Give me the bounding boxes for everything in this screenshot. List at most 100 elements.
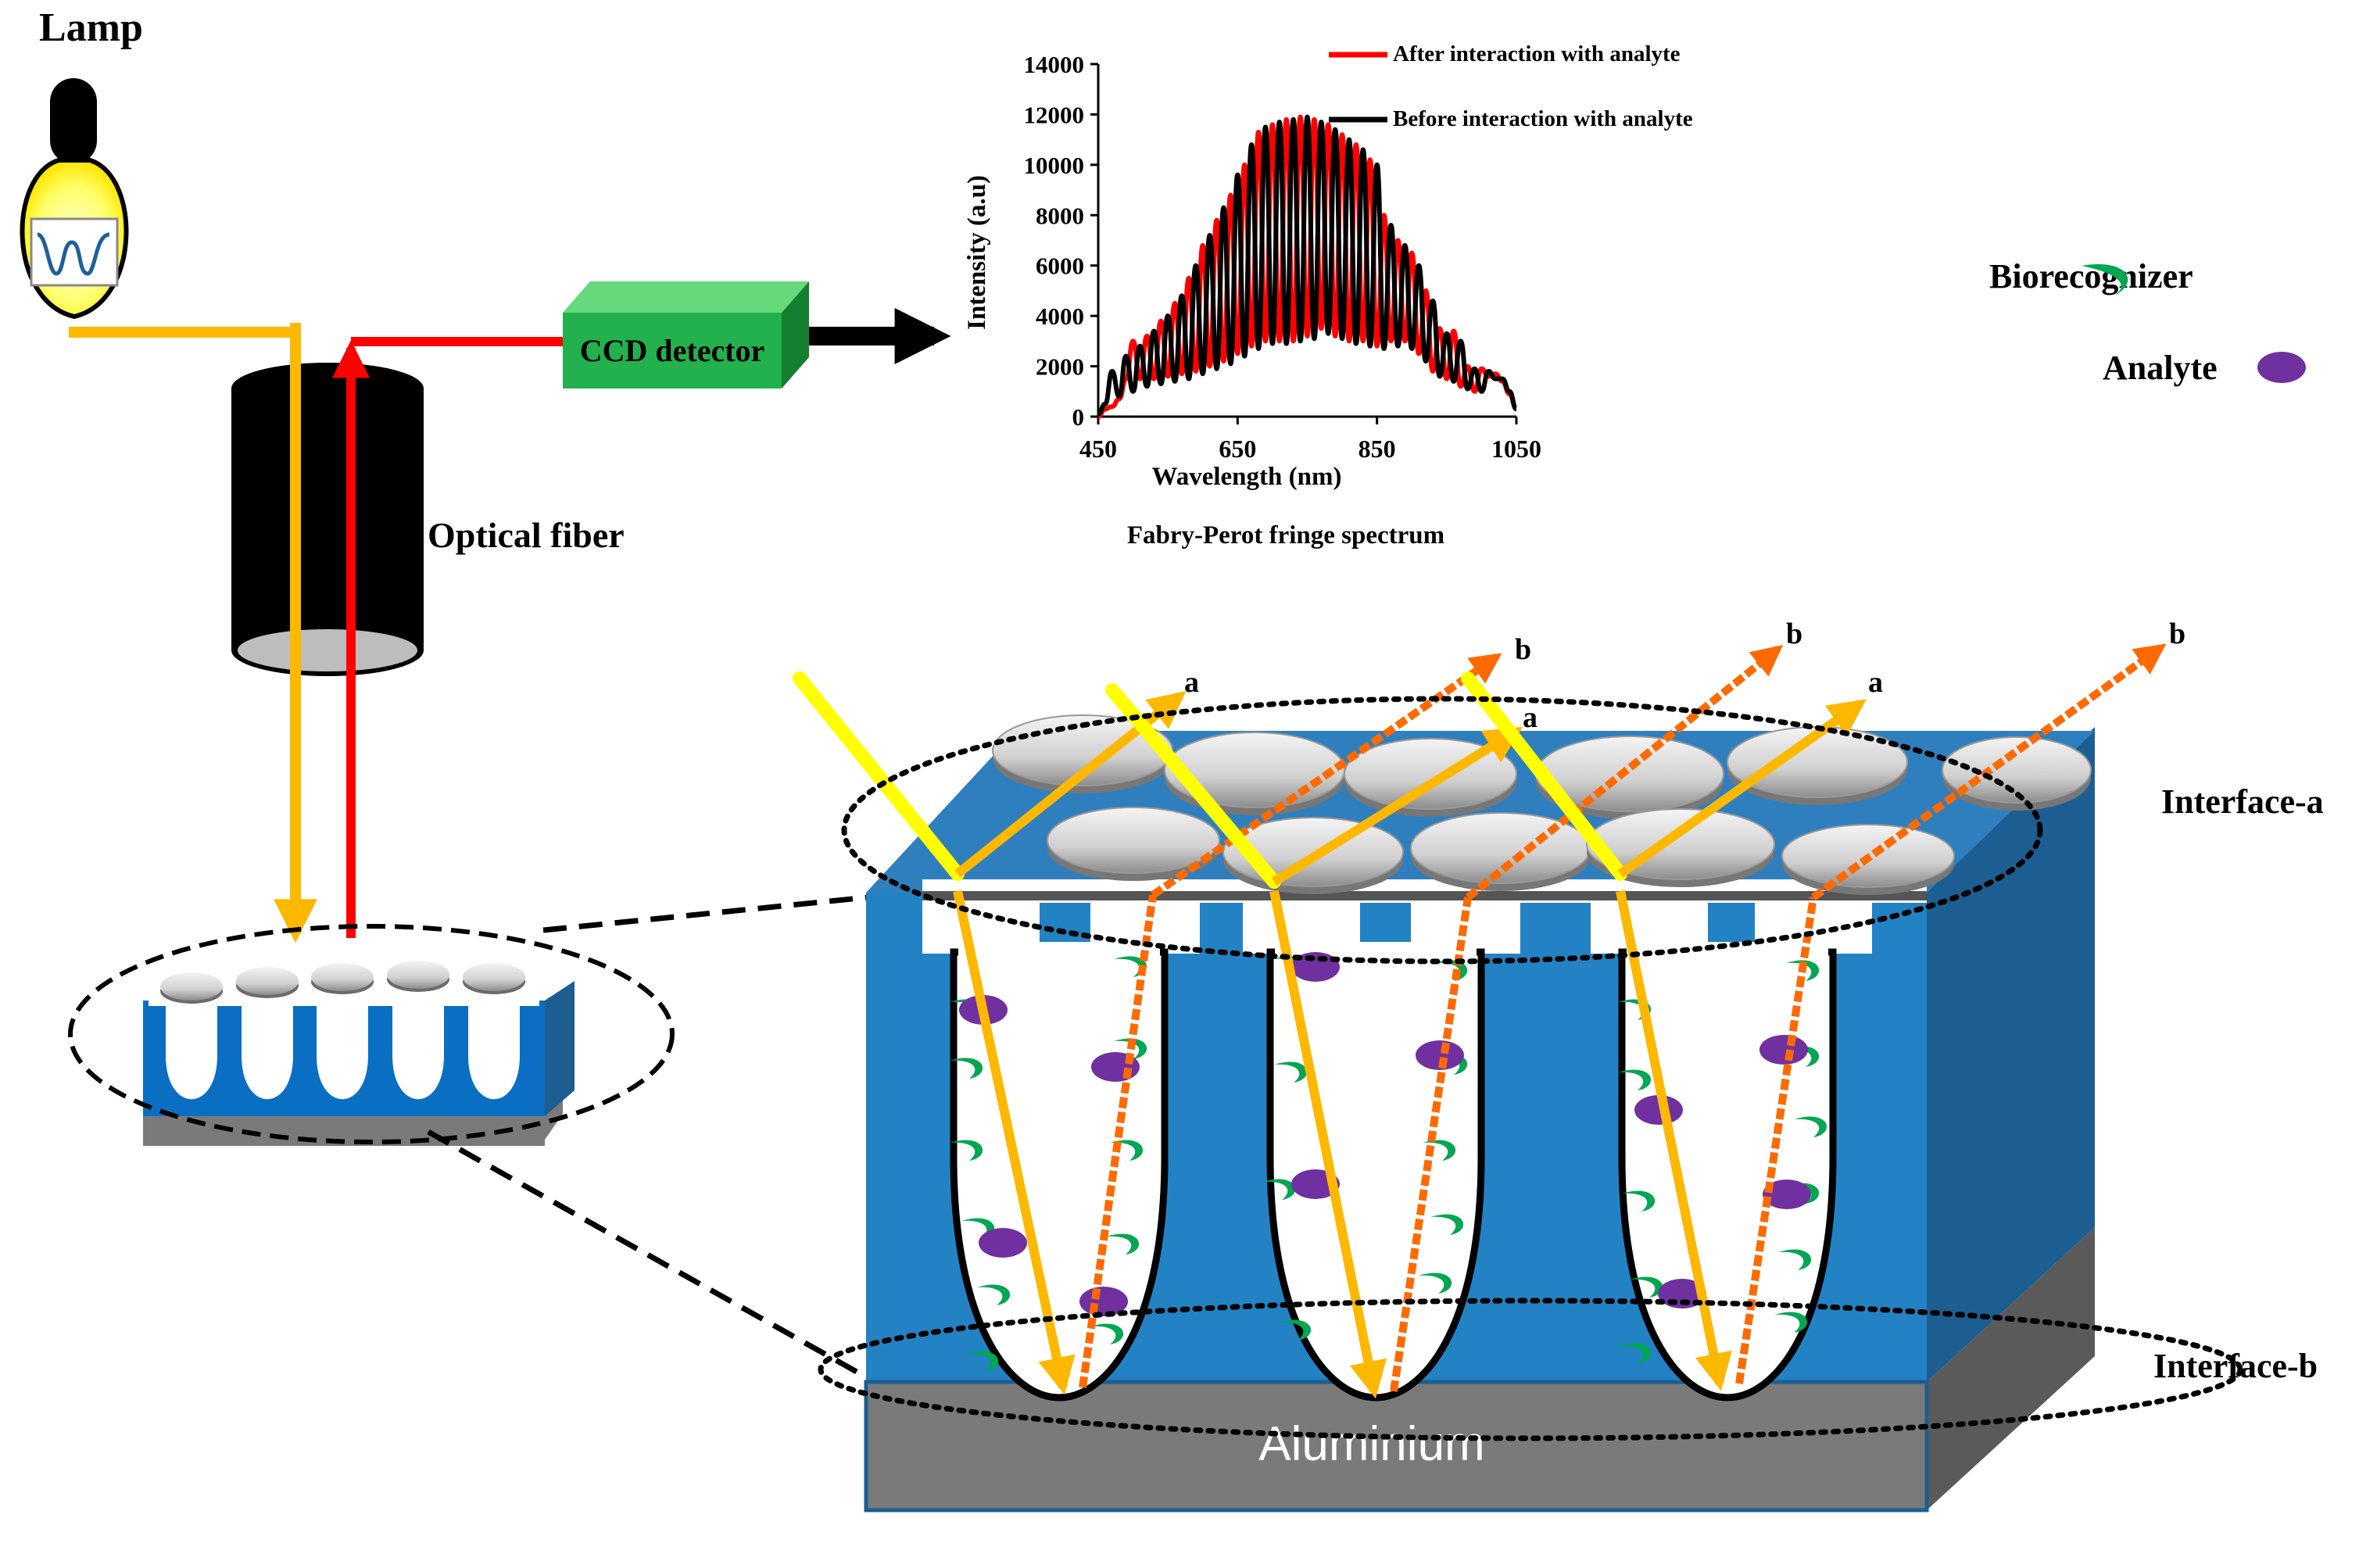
small-membrane-side <box>545 981 575 1116</box>
pore-cap <box>1047 807 1220 874</box>
analyte-icon <box>1759 1035 1808 1065</box>
biorecognizer-icon <box>1786 1183 1820 1204</box>
chart-y-tick-label: 10000 <box>1024 152 1085 179</box>
pore-cap <box>1942 736 2092 804</box>
lamp-label: Lamp <box>39 5 143 50</box>
top-dark-edge <box>922 891 1927 900</box>
large-membrane: Aluminium <box>864 714 2095 1513</box>
chart-xlabel: Wavelength (nm) <box>1152 463 1342 491</box>
legend-label-before: Before interaction with analyte <box>1393 106 1693 131</box>
filament-icon <box>36 232 110 276</box>
reflected-ray-interior <box>1390 897 1472 1392</box>
aluminium-label: Aluminium <box>1258 1417 1484 1471</box>
ray-label-b-1: b <box>1515 633 1531 666</box>
analyte-label: Analyte <box>2103 349 2218 387</box>
reflected-ray-a <box>1271 726 1523 886</box>
analyte-icon <box>1763 1180 1811 1209</box>
small-membrane-zoom-ellipse <box>68 924 675 1144</box>
legend-label-after: After interaction with analyte <box>1393 41 1681 66</box>
ray-label-a-2: a <box>1523 701 1537 734</box>
ray-label-a-1: a <box>1184 666 1199 699</box>
chart-x-tick-label: 1050 <box>1491 435 1541 463</box>
analyte-icon <box>1634 1095 1683 1125</box>
analyte-icon <box>1291 952 1340 982</box>
biorecognizer-icon <box>1262 1179 1296 1200</box>
biorecognizer-icon <box>1786 1046 1820 1067</box>
chart-title: Fabry-Perot fringe spectrum <box>1127 521 1444 550</box>
aluminium-side-face <box>1927 1227 2095 1510</box>
chart-y-tick-label: 6000 <box>1036 252 1084 280</box>
biorecognizer-icon <box>1430 1214 1464 1235</box>
pore-channel-mouth <box>958 942 1160 958</box>
small-membrane-pore-caps <box>149 961 539 1006</box>
lamp-base <box>50 78 97 164</box>
fiber-body <box>231 388 424 650</box>
zoom-line-top <box>542 894 868 933</box>
analyte-icon <box>1416 1040 1464 1070</box>
chart-ylabel: Intensity (a.u) <box>963 175 991 330</box>
biorecognizer-icon <box>1778 1249 1812 1270</box>
ray-label-b-3: b <box>2169 618 2185 650</box>
return-light-path <box>332 337 563 938</box>
transmitted-ray <box>1616 890 1732 1391</box>
reflected-ray-b <box>1811 643 2167 901</box>
chart-y-tick-label: 4000 <box>1036 303 1084 330</box>
biorecognizer-label: Biorecognizer <box>1989 257 2193 295</box>
symbol-legend: Biorecognizer Analyte <box>1989 257 2306 387</box>
ray-label-a-3: a <box>1868 666 1883 699</box>
chart-y-tick-label: 2000 <box>1036 353 1084 381</box>
reflected-ray-b <box>1151 653 1502 899</box>
fiber-top <box>231 363 424 414</box>
pore-cap <box>1164 732 1345 808</box>
lamp-group: Lamp <box>20 5 143 320</box>
chart-series-lines <box>1097 114 1518 419</box>
ccd-top-face <box>563 281 809 313</box>
chart-y-tick-label: 8000 <box>1036 202 1084 229</box>
interface-a-ellipse <box>841 696 2043 965</box>
biorecognizer-icon <box>1618 1069 1652 1090</box>
biorecognizer-icon <box>950 1058 983 1079</box>
incident-ray <box>1461 671 1627 881</box>
biorecognizer-icon <box>977 1284 1011 1305</box>
fiber-bottom-face <box>238 629 417 671</box>
biorecognizer-icon <box>1423 1140 1456 1161</box>
biorecognizer-icon <box>1794 1116 1827 1137</box>
interface-a-label: Interface-a <box>2161 782 2324 821</box>
lamp-light-path <box>69 323 317 943</box>
biorecognizer-icon <box>1278 1319 1312 1341</box>
incident-ray <box>1105 683 1281 889</box>
chart-y-tick-label: 12000 <box>1024 101 1085 128</box>
ccd-detector-label: CCD detector <box>580 333 765 368</box>
chart-x-tick-label: 650 <box>1219 435 1256 463</box>
ray-label-b-2: b <box>1786 618 1802 650</box>
optical-fiber-label: Optical fiber <box>428 515 625 555</box>
reflected-ray-interior <box>1079 894 1157 1388</box>
reflected-ray-a <box>1617 699 1867 878</box>
biorecognizer-icon <box>1110 1140 1144 1161</box>
transmitted-ray <box>953 890 1076 1395</box>
lamp-filament-box <box>30 217 119 287</box>
interface-b-ellipse <box>818 1298 2243 1441</box>
small-pore-cap <box>387 961 449 989</box>
analyte-icon <box>979 1228 1027 1258</box>
small-membrane-pores <box>166 1003 520 1100</box>
incident-ray <box>793 671 965 881</box>
biorecognizer-icon <box>1786 960 1820 981</box>
ccd-side-face <box>782 281 809 388</box>
small-pore-cap <box>311 963 374 991</box>
biorecognizer-icon <box>2082 264 2128 295</box>
ray-labels: a a a b b b <box>1184 618 2185 734</box>
small-pore-cap <box>160 972 223 1001</box>
ccd-detector: CCD detector <box>563 281 951 388</box>
pore-channel-3 <box>1618 948 1837 1402</box>
small-pore-cap <box>236 967 299 995</box>
biorecognizer-icon <box>1774 1312 1808 1333</box>
chart-x-tick-label: 850 <box>1358 435 1396 463</box>
chart-y-tick-label: 0 <box>1072 403 1085 431</box>
biorecognizer-icon <box>1622 1190 1656 1212</box>
chart-legend: After interaction with analyte Before in… <box>1329 41 1693 131</box>
optical-fiber: Optical fiber <box>231 363 625 676</box>
reflected-ray-b <box>1465 644 1784 900</box>
